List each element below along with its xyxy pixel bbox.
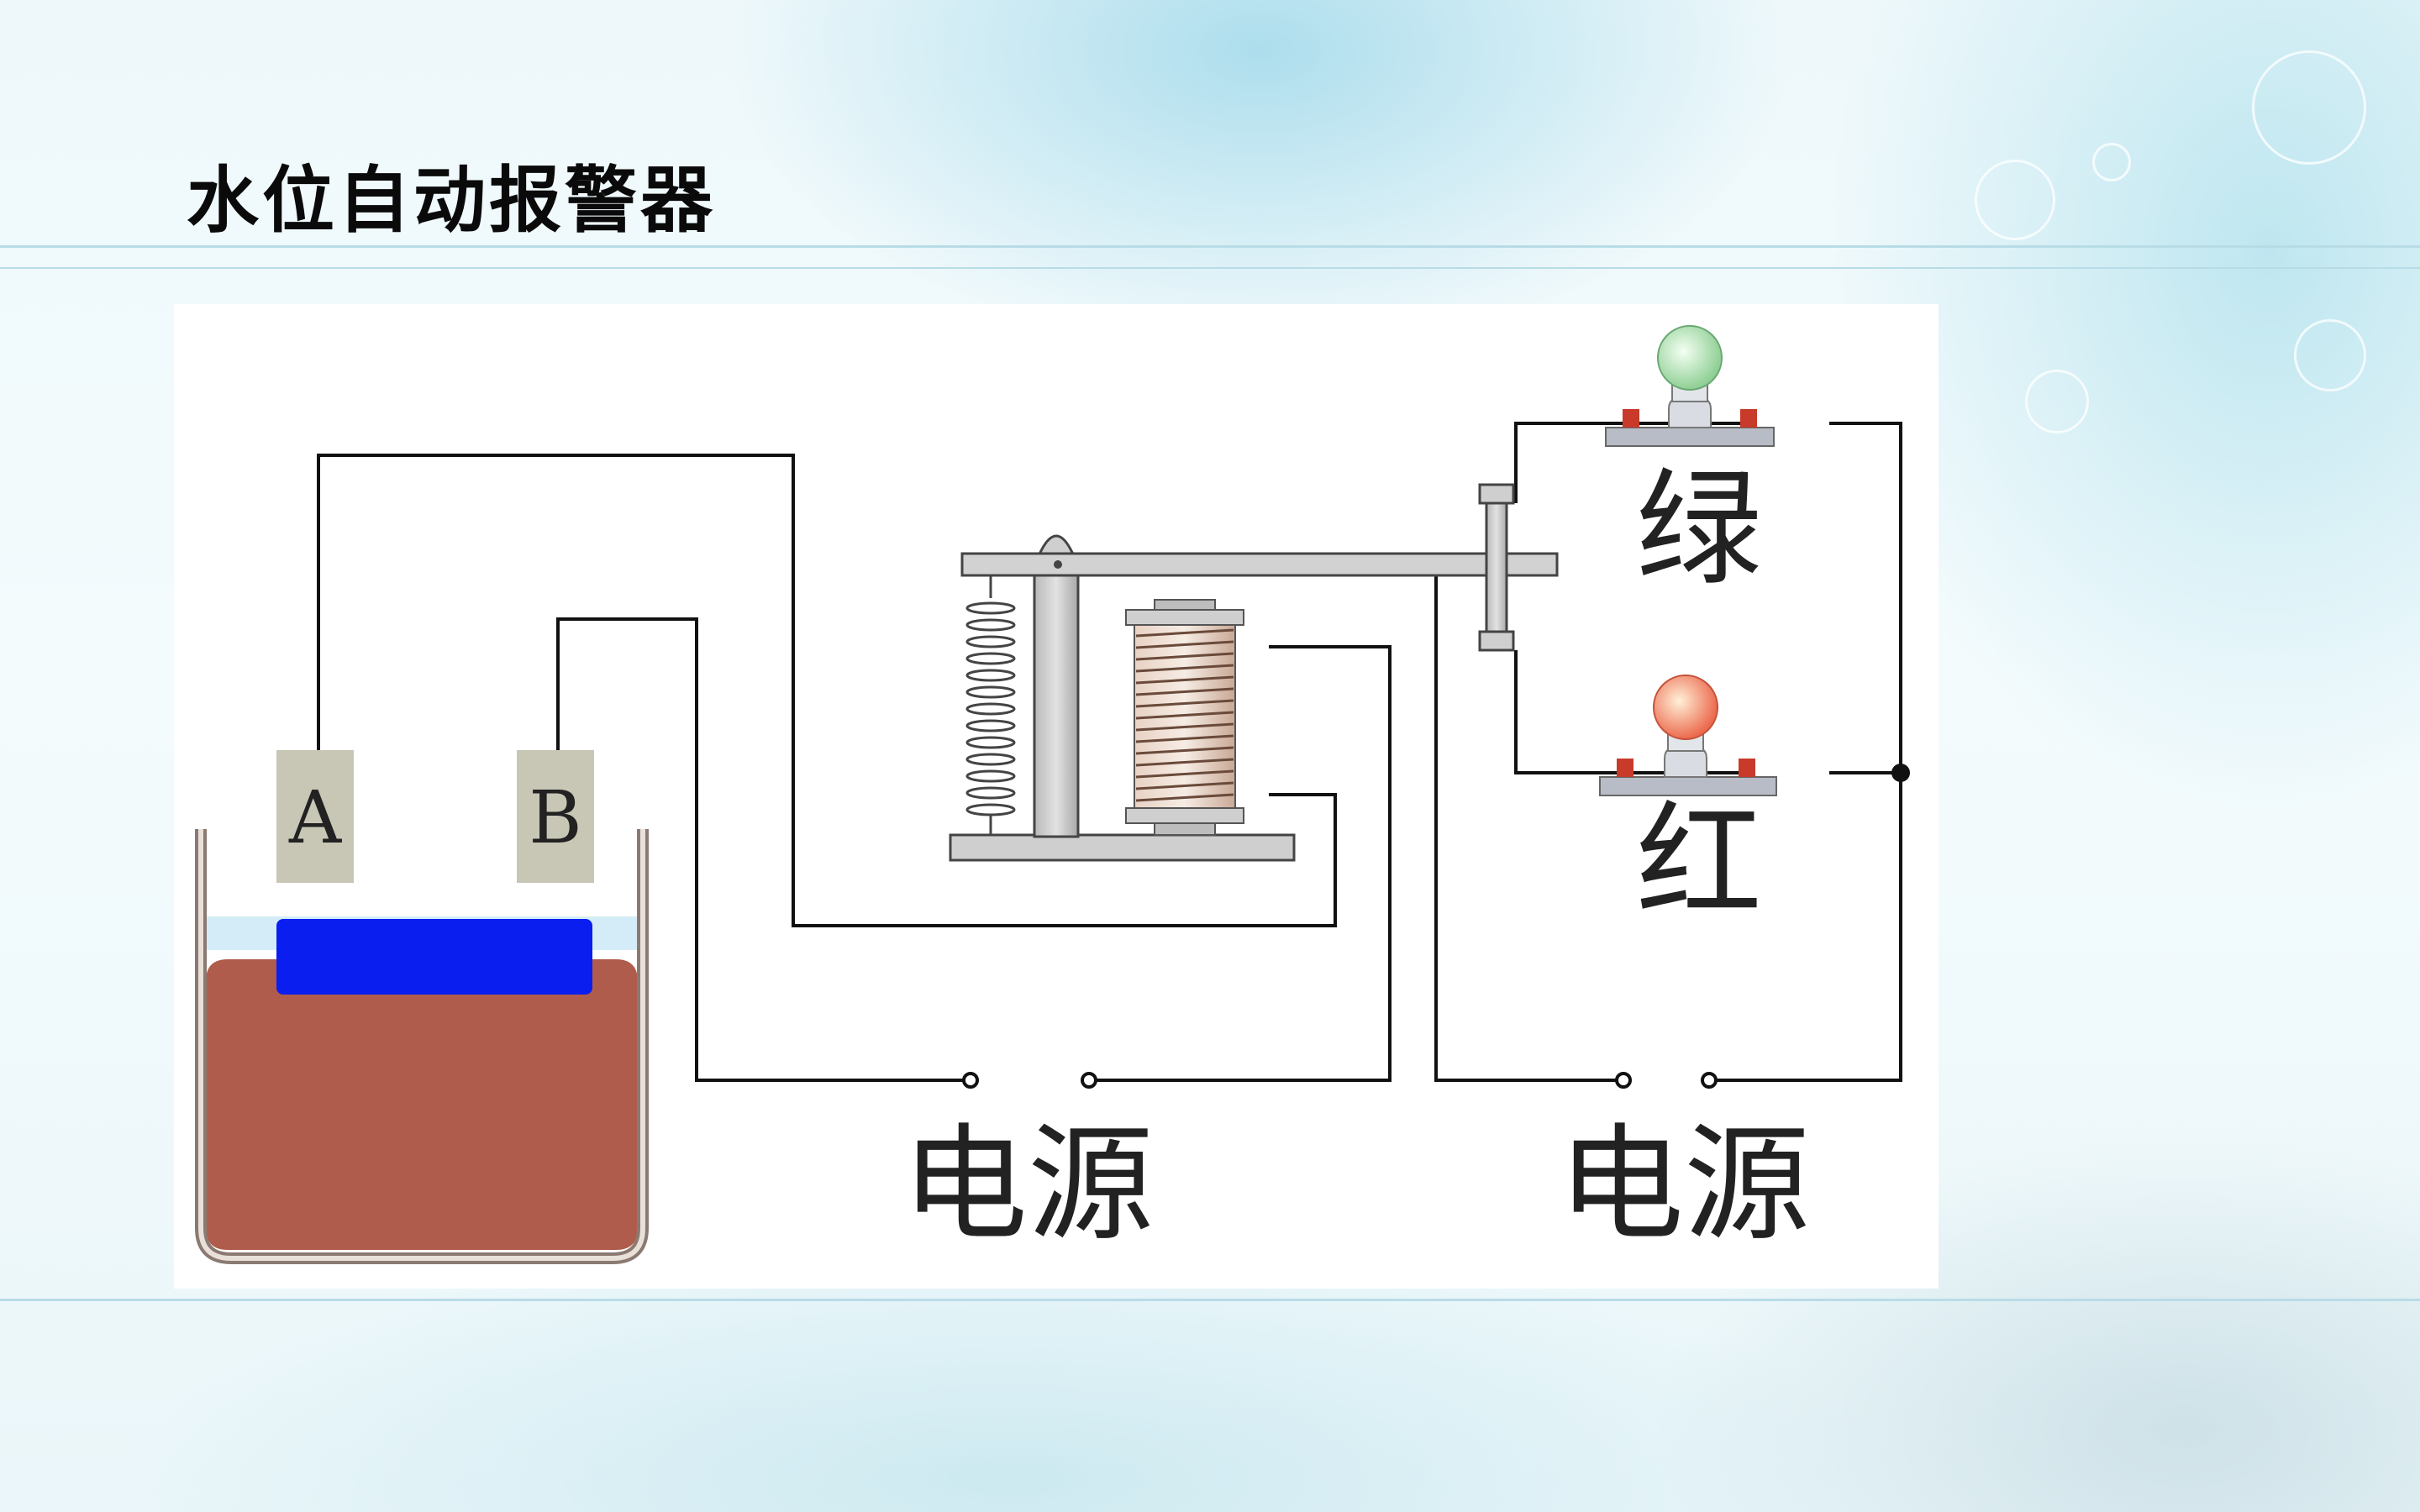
decor-bubble	[1975, 160, 2055, 240]
coil	[1125, 599, 1244, 836]
relay-base	[949, 833, 1296, 862]
contact-switch	[1478, 483, 1515, 652]
power-label-left: 电源	[902, 1112, 1154, 1258]
spring	[965, 575, 1016, 835]
green-lamp-label: 绿	[1636, 457, 1762, 603]
slide-title: 水位自动报警器	[187, 159, 716, 243]
liquid	[206, 959, 638, 1250]
relay-post	[1033, 573, 1080, 838]
divider-top	[0, 245, 2420, 248]
decor-bubble	[2025, 370, 2089, 433]
wires	[317, 422, 1902, 1082]
red-lamp-label: 红	[1636, 790, 1762, 936]
armature-lever	[960, 552, 1559, 577]
divider-top-2	[0, 267, 2420, 269]
probe-a: A	[276, 750, 354, 883]
divider-bottom	[0, 1299, 2420, 1301]
decor-bubble	[2294, 319, 2366, 391]
probe-b-label: B	[529, 776, 581, 860]
red-lamp: 红	[1599, 675, 1777, 936]
probe-b: B	[517, 750, 594, 883]
junction-dot	[1891, 764, 1910, 782]
water-level-alarm-diagram: A B 电源 电源	[195, 325, 1910, 1264]
float-block	[276, 919, 592, 995]
decor-bubble	[2252, 50, 2366, 165]
decor-bubble	[2092, 143, 2131, 181]
power-label-right: 电源	[1558, 1112, 1810, 1258]
electromagnetic-relay	[949, 483, 1559, 862]
power-terminals-right	[1615, 1072, 1718, 1089]
green-lamp: 绿	[1605, 325, 1775, 603]
water-tank	[195, 829, 649, 1264]
power-terminals-left	[962, 1072, 1097, 1089]
probe-a-label: A	[288, 776, 342, 860]
